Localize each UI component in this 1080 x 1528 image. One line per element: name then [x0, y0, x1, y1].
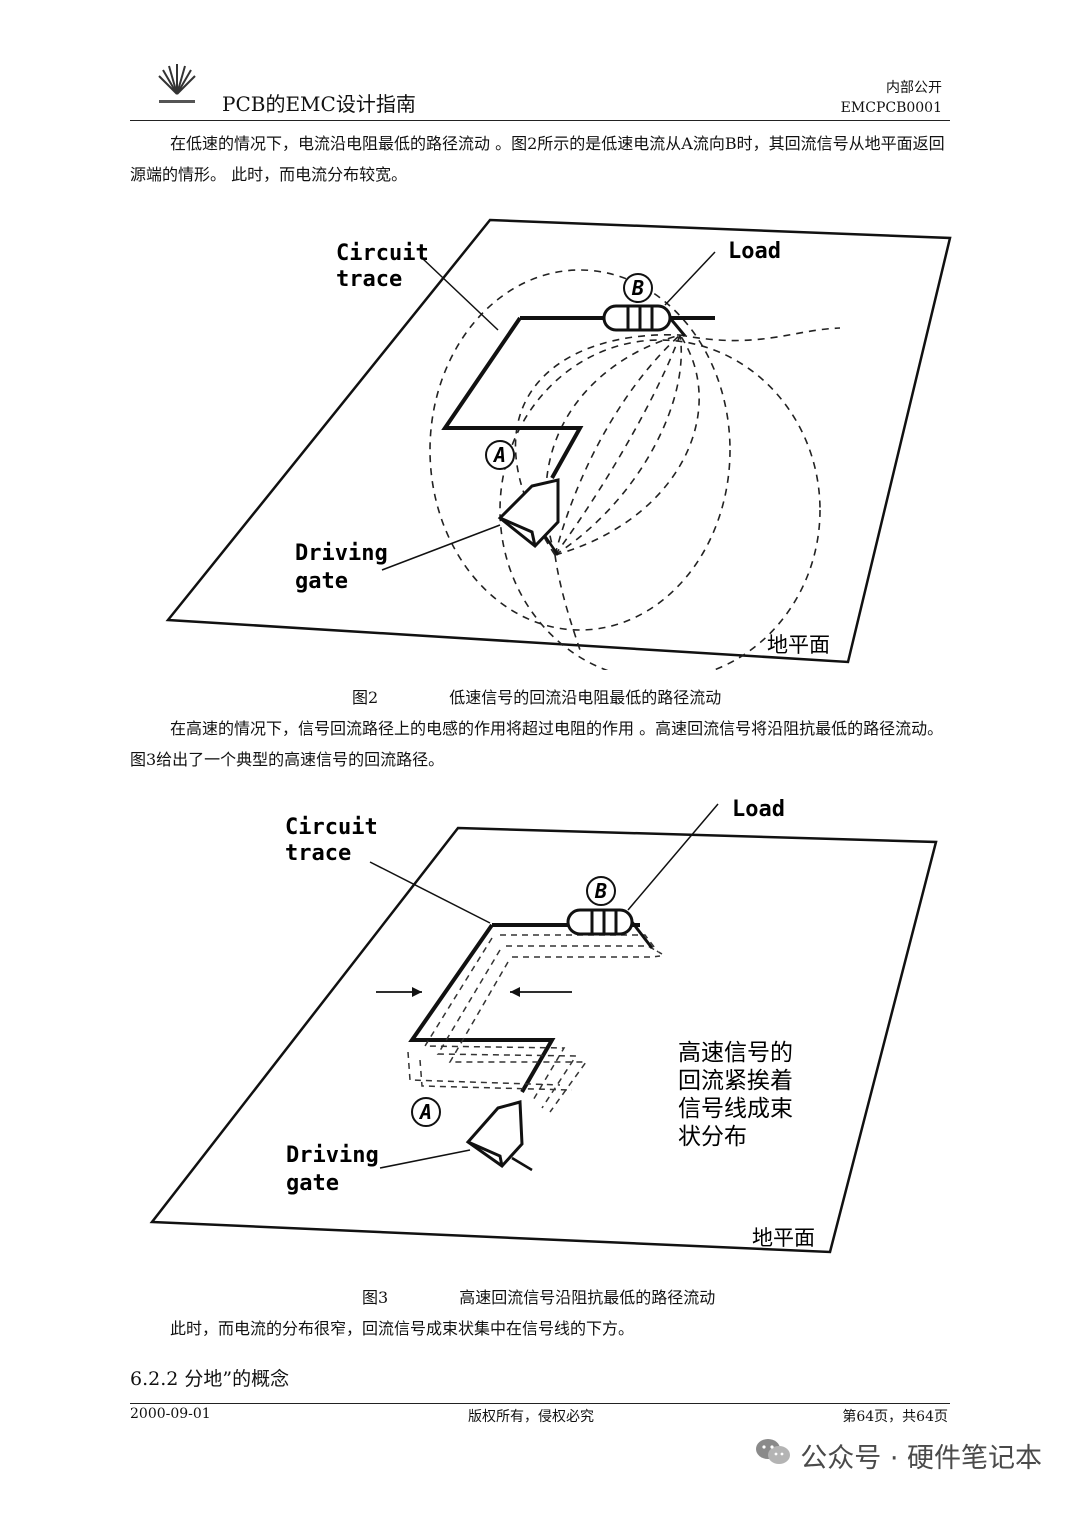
- gate-label: gate: [286, 1171, 339, 1196]
- header-rule: [130, 120, 950, 121]
- watermark-text: 公众号 · 硬件笔记本: [800, 1443, 1042, 1474]
- trace-label: trace: [285, 841, 351, 866]
- node-a-label: A: [492, 443, 506, 467]
- node-b-marker: [623, 273, 653, 303]
- section-heading: 6.2.2 分地”的概念: [130, 1368, 290, 1390]
- trace-label: trace: [336, 267, 402, 292]
- note-line-1: 高速信号的: [678, 1040, 793, 1066]
- driving-label: Driving: [295, 541, 388, 566]
- figure-2-diagram: B A Circuit trace Load Driving gate 地平面: [165, 218, 952, 670]
- node-b-label: B: [594, 879, 607, 903]
- figure-2-caption: 图2 低速信号的回流沿电阻最低的路径流动: [352, 684, 721, 708]
- node-b-label: B: [631, 276, 644, 300]
- node-a-marker: [485, 440, 515, 470]
- watermark: 公众号 · 硬件笔记本: [754, 1436, 1042, 1475]
- footer-copyright: 版权所有，侵权必究: [468, 1409, 594, 1425]
- node-a-marker: [411, 1097, 441, 1127]
- paragraph-low-speed: 在低速的情况下，电流沿电阻最低的路径流动 。图2所示的是低速电流从A流向B时，其…: [130, 134, 945, 184]
- note-line-2: 回流紧挨着: [678, 1068, 793, 1094]
- company-logo: [155, 62, 199, 108]
- driving-gate-shape: [497, 478, 560, 549]
- document-title: PCB的EMC设计指南: [222, 92, 416, 116]
- paragraph-high-speed: 在高速的情况下，信号回流路径上的电感的作用将超过电阻的作用 。高速回流信号将沿阻…: [130, 719, 944, 769]
- header-meta: 内部公开 EMCPCB0001: [841, 78, 942, 118]
- classification-label: 内部公开: [886, 80, 942, 96]
- footer-rule: [130, 1403, 950, 1404]
- ground-plane-label: 地平面: [767, 633, 830, 657]
- driving-label: Driving: [286, 1143, 379, 1168]
- circuit-label: Circuit: [285, 815, 378, 840]
- note-line-3: 信号线成束: [678, 1096, 793, 1122]
- paragraph-narrow-distribution: 此时，而电流的分布很窄，回流信号成束状集中在信号线的下方。: [170, 1319, 635, 1338]
- footer-date: 2000-09-01: [130, 1406, 211, 1422]
- figure-3-diagram: B A Circuit trace Load Driving gate 高速信号…: [149, 797, 938, 1254]
- ground-plane-outline: [165, 218, 952, 664]
- circuit-label: Circuit: [336, 241, 429, 266]
- node-a-label: A: [418, 1100, 432, 1124]
- gate-label: gate: [295, 569, 348, 594]
- ground-plane-label: 地平面: [752, 1226, 815, 1250]
- circuit-trace: [408, 923, 640, 1093]
- caption-number: 图2: [352, 688, 379, 707]
- load-resistor: [566, 908, 634, 936]
- load-label: Load: [728, 239, 781, 264]
- note-line-4: 状分布: [678, 1124, 747, 1150]
- document-code: EMCPCB0001: [840, 100, 942, 116]
- caption-text: 高速回流信号沿阻抗最低的路径流动: [459, 1288, 716, 1307]
- figure-3-caption: 图3 高速回流信号沿阻抗最低的路径流动: [362, 1284, 715, 1308]
- footer-page-number: 第64页，共64页: [842, 1409, 948, 1425]
- load-resistor: [602, 304, 672, 332]
- caption-number: 图3: [362, 1288, 389, 1307]
- return-current-lines: [407, 934, 663, 1113]
- caption-text: 低速信号的回流沿电阻最低的路径流动: [449, 688, 722, 707]
- node-b-marker: [586, 876, 616, 906]
- ground-plane-outline: [149, 826, 938, 1254]
- load-label: Load: [732, 797, 785, 822]
- wechat-icon: [754, 1436, 792, 1475]
- driving-gate-shape: [465, 1100, 524, 1168]
